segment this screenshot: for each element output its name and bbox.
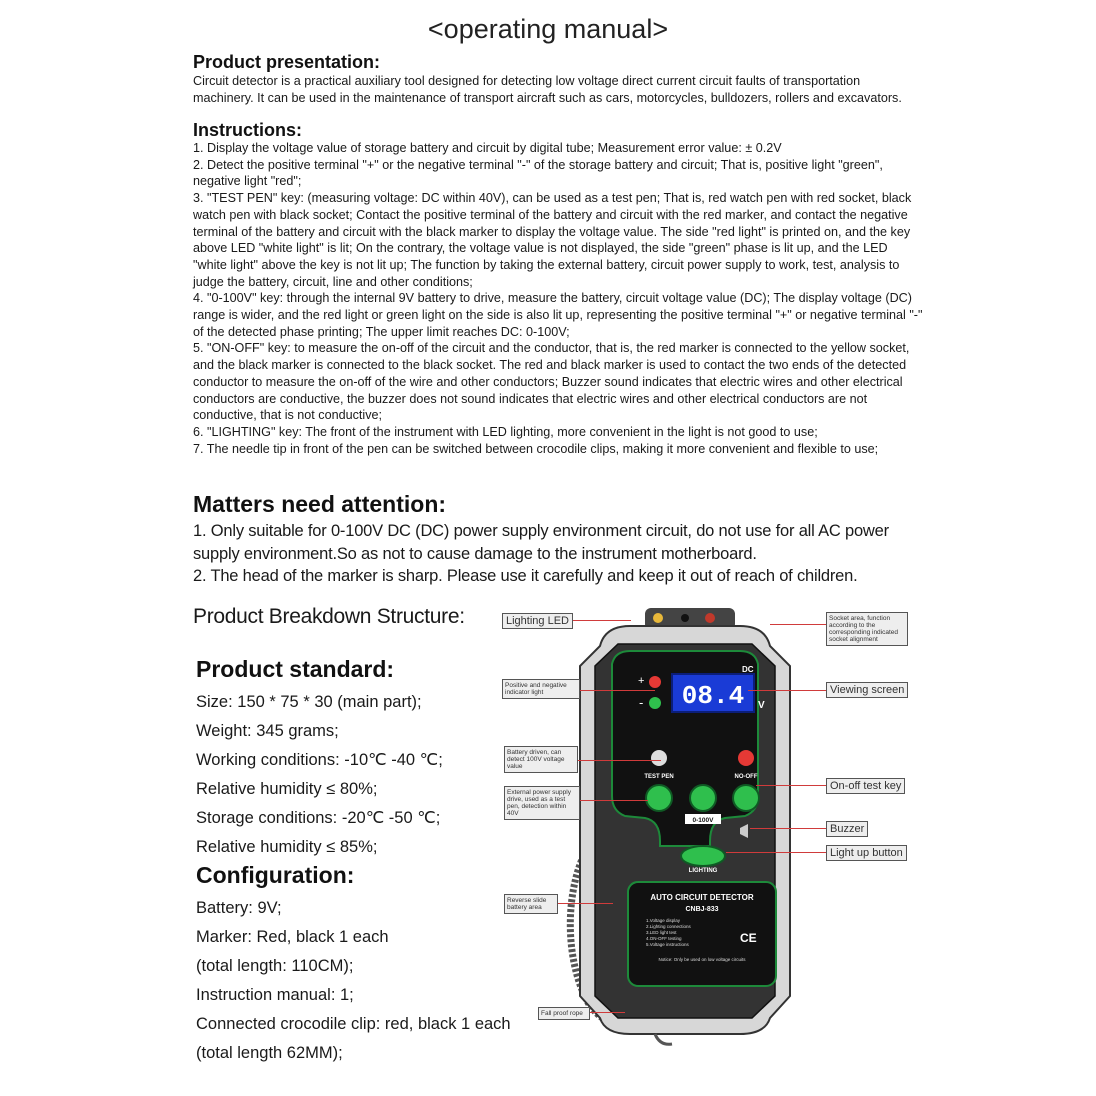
instruction-item: 6. "LIGHTING" key: The front of the inst… (193, 424, 818, 439)
instructions-heading: Instructions: (193, 120, 303, 140)
minus-sign: - (639, 695, 643, 710)
standard-list: Size: 150 * 75 * 30 (main part); Weight:… (196, 688, 443, 862)
attention-item: 2. The head of the marker is sharp. Plea… (193, 567, 858, 585)
onoff-button[interactable] (732, 784, 760, 812)
instruction-item: 7. The needle tip in front of the pen ca… (193, 441, 879, 456)
callout-pos-neg-light: Positive and negative indicator light (502, 679, 580, 699)
attention-list: 1. Only suitable for 0-100V DC (DC) powe… (193, 520, 933, 588)
plus-sign: + (638, 675, 644, 687)
range-label-box (685, 814, 721, 824)
connector-line (575, 690, 655, 691)
instruction-item: 4. "0-100V" key: through the internal 9V… (193, 291, 923, 339)
connector-line (748, 690, 826, 691)
instruction-item: 1. Display the voltage value of storage … (193, 141, 782, 155)
config-item: Marker: Red, black 1 each (196, 928, 389, 946)
buzzer-icon (740, 824, 748, 838)
negative-indicator-light (649, 676, 661, 688)
dc-label: DC (742, 665, 754, 674)
connector-line (726, 852, 826, 853)
yellow-socket (653, 613, 663, 623)
config-item: (total length: 110CM); (196, 957, 354, 975)
instruction-item: 3. "TEST PEN" key: (measuring voltage: D… (193, 191, 912, 289)
callout-external-power: External power supply drive, used as a t… (504, 786, 580, 820)
presentation-heading: Product presentation: (193, 52, 381, 72)
callout-buzzer: Buzzer (826, 821, 869, 837)
positive-indicator-light (649, 697, 661, 709)
document-title: <operating manual> (427, 14, 669, 44)
feature-item: 5.Voltage instructions (646, 942, 690, 947)
config-item: Connected crocodile clip: red, black 1 e… (196, 1015, 511, 1033)
attention-heading: Matters need attention: (193, 491, 447, 517)
connector-line (573, 620, 631, 621)
socket-bar (645, 608, 735, 630)
brand-name: AUTO CIRCUIT DETECTOR (650, 893, 753, 902)
ce-mark: CE (740, 931, 757, 945)
standard-item: Working conditions: -10℃ -40 ℃; (196, 751, 443, 769)
breakdown-heading: Product Breakdown Structure: (193, 605, 465, 628)
instructions-list: 1. Display the voltage value of storage … (193, 140, 923, 457)
callout-reverse-slide: Reverse slide battery area (504, 894, 558, 914)
lighting-label: LIGHTING (689, 868, 718, 874)
callout-onoff-key: On-off test key (826, 778, 906, 794)
viewing-screen (671, 673, 755, 713)
callout-fall-proof: Fall proof rope (538, 1007, 590, 1020)
test-pen-button[interactable] (645, 784, 673, 812)
circuit-detector-illustration: DC 08.4 V + - TEST PEN 0-100V NO-OFF LIG… (566, 608, 791, 1046)
range-label: 0-100V (693, 817, 715, 824)
connector-line (750, 828, 826, 829)
onoff-label: NO-OFF (735, 774, 758, 780)
feature-item: 2.Lighting connections (646, 924, 692, 929)
feature-item: 3.LED light test (646, 930, 677, 935)
red-socket (705, 613, 715, 623)
configuration-list: Battery: 9V; Marker: Red, black 1 each (… (196, 894, 511, 1068)
config-item: Battery: 9V; (196, 899, 282, 917)
standard-item: Size: 150 * 75 * 30 (main part); (196, 693, 422, 711)
connector-line (756, 785, 826, 786)
standard-item: Relative humidity ≤ 85%; (196, 838, 378, 856)
lower-panel (627, 881, 777, 987)
callout-socket-area: Socket area, function according to the c… (826, 612, 908, 646)
unit-label: V (758, 700, 765, 711)
callout-lighting-led: Lighting LED (502, 613, 573, 629)
connector-line (573, 760, 661, 761)
callout-light-up: Light up button (826, 845, 907, 861)
voltage-readout: 08.4 (682, 681, 744, 711)
range-0-100v-button[interactable] (689, 784, 717, 812)
configuration-heading: Configuration: (196, 862, 355, 888)
feature-item: 4.ON-OFF testing (646, 936, 682, 941)
attention-item: 1. Only suitable for 0-100V DC (DC) powe… (193, 522, 889, 563)
feature-item: 1.Voltage display (646, 918, 681, 923)
connector-line (585, 1012, 625, 1013)
model-number: CNBJ-833 (685, 906, 718, 913)
instruction-item: 2. Detect the positive terminal "+" or t… (193, 157, 883, 189)
standard-item: Storage conditions: -20℃ -50 ℃; (196, 809, 441, 827)
callout-viewing-screen: Viewing screen (826, 682, 909, 698)
notice-text: Notice: Only be used on low voltage circ… (658, 957, 746, 962)
test-pen-label: TEST PEN (644, 774, 673, 780)
connector-line (553, 903, 613, 904)
connector-line (576, 800, 648, 801)
standard-heading: Product standard: (196, 656, 395, 682)
lighting-button[interactable] (680, 845, 726, 867)
presentation-text: Circuit detector is a practical auxiliar… (193, 74, 902, 105)
config-item: Instruction manual: 1; (196, 986, 354, 1004)
callout-battery-driven: Battery driven, can detect 100V voltage … (504, 746, 578, 773)
onoff-red-led (738, 750, 754, 766)
instruction-item: 5. "ON-OFF" key: to measure the on-off o… (193, 341, 910, 423)
config-item: (total length 62MM); (196, 1044, 343, 1062)
connector-line (770, 624, 826, 625)
test-pen-white-led (651, 750, 667, 766)
black-socket (681, 614, 689, 622)
standard-item: Relative humidity ≤ 80%; (196, 780, 378, 798)
standard-item: Weight: 345 grams; (196, 722, 339, 740)
